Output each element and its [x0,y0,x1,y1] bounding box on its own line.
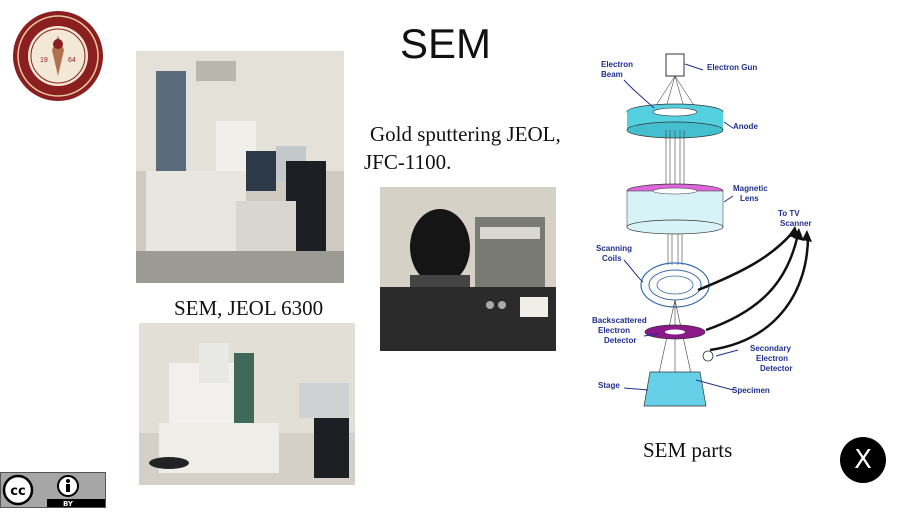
label-secondary-1: Secondary [750,344,791,353]
label-magnetic-1: Magnetic [733,184,768,193]
electron-gun-shape [665,53,685,77]
label-electron-beam-2: Beam [601,70,623,79]
label-secondary-2: Electron [756,354,788,363]
label-electron-beam-1: Electron [601,60,633,69]
label-scanning-2: Coils [602,254,622,263]
cc-by-license-badge[interactable]: cc BY [0,472,106,508]
label-backscattered-2: Electron [598,326,630,335]
sem-parts-diagram: Electron Beam Electron Gun Anode Magneti… [592,53,812,407]
caption-parts: SEM parts [643,438,733,462]
label-backscattered-1: Backscattered [592,316,647,325]
caption-sputter-line2: JFC-1100. [364,150,452,174]
label-anode: Anode [733,122,758,131]
label-scanning-1: Scanning [596,244,632,253]
label-magnetic-2: Lens [740,194,759,203]
label-secondary-3: Detector [760,364,792,373]
gold-sputter-photo [380,187,556,351]
label-specimen: Specimen [732,386,770,395]
seal-year-left: 19 [40,57,48,64]
label-to-tv-2: Scanner [780,219,812,228]
caption-sputter-line1: Gold sputtering JEOL, [370,122,561,146]
seal-year-right: 64 [68,57,76,64]
svg-text:cc: cc [10,484,25,499]
caption-sputter: Gold sputtering JEOL, JFC-1100. [364,120,561,176]
label-stage: Stage [598,381,620,390]
label-backscattered-3: Detector [604,336,636,345]
cc-icon [2,474,34,506]
label-to-tv-1: To TV [778,209,800,218]
slide-title: SEM [400,20,492,67]
sem-jeol-photo [136,51,344,283]
sem-lab-photo [139,323,355,485]
caption-sem: SEM, JEOL 6300 [174,296,324,320]
university-seal-logo: 19 64 [13,11,103,101]
label-electron-gun: Electron Gun [707,63,757,72]
by-label: BY [63,500,74,507]
close-button[interactable]: X [840,437,886,483]
